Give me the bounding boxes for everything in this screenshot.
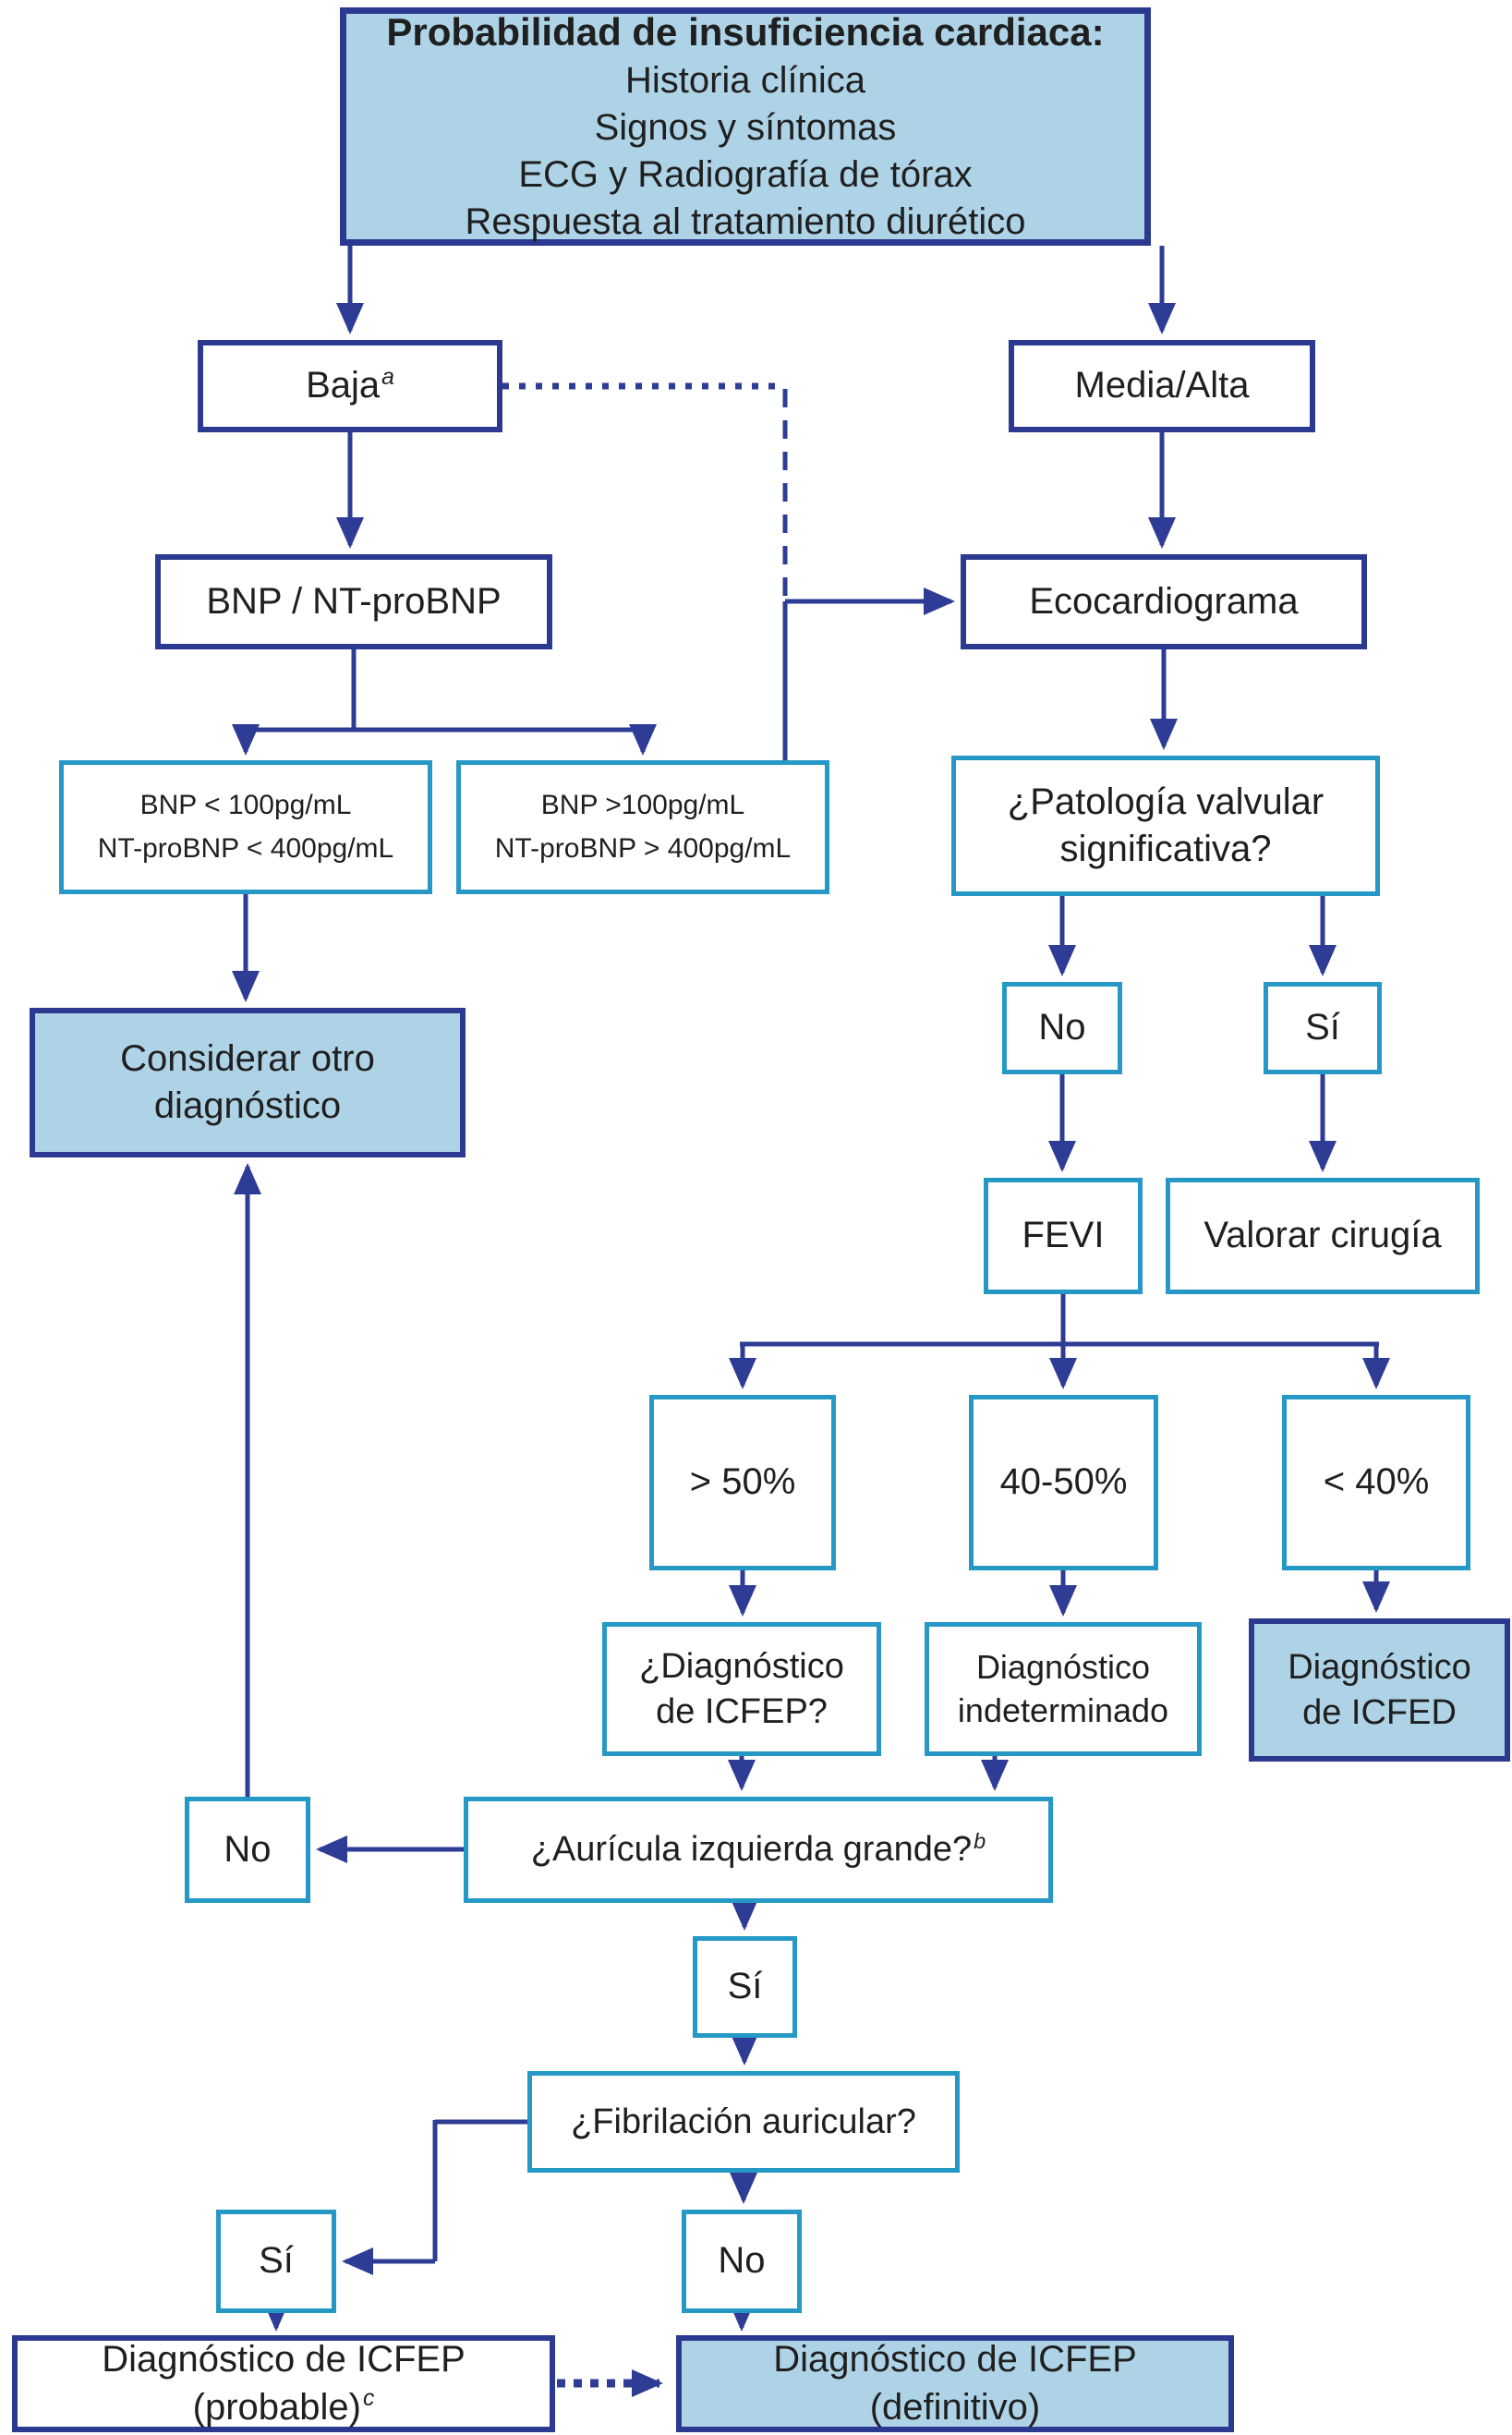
bnp-bajo-line: BNP < 100pg/mL — [139, 790, 352, 820]
no-valvular-label: No — [1038, 1007, 1086, 1048]
no-fibrilacion-label: No — [718, 2240, 766, 2282]
no-auricula-label: No — [224, 1828, 272, 1870]
node-si-valvular: Sí — [1264, 982, 1382, 1074]
probabilidad-line: Respuesta al tratamiento diurético — [465, 201, 1026, 243]
probabilidad-line: ECG y Radiografía de tórax — [518, 153, 973, 195]
node-valorar-cirugia: Valorar cirugía — [1166, 1178, 1480, 1294]
valorar-cirugia-label: Valorar cirugía — [1204, 1215, 1442, 1256]
bnp-alto-line: BNP >100pg/mL — [540, 790, 745, 820]
icfep-probable-line: (probable)c — [192, 2386, 375, 2428]
media-alta-label: Media/Alta — [1074, 365, 1250, 406]
node-bnp-alto: BNP >100pg/mL NT-proBNP > 400pg/mL — [456, 760, 829, 894]
node-indeterminado: Diagnóstico indeterminado — [925, 1622, 1202, 1756]
ecocardiograma-label: Ecocardiograma — [1029, 580, 1299, 622]
node-probabilidad: Probabilidad de insuficiencia cardiaca: … — [340, 7, 1151, 246]
fevi-40-50-label: 40-50% — [999, 1461, 1128, 1503]
node-media-alta: Media/Alta — [1009, 340, 1315, 432]
icfep-pregunta-line: ¿Diagnóstico — [639, 1646, 844, 1686]
fevi-label: FEVI — [1022, 1215, 1105, 1256]
node-fevi-lt40: < 40% — [1282, 1395, 1470, 1570]
node-auricula: ¿Aurícula izquierda grande?b — [464, 1797, 1053, 1903]
node-icfep-definitivo: Diagnóstico de ICFEP (definitivo) — [676, 2335, 1234, 2432]
si-auricula-label: Sí — [727, 1966, 763, 2007]
patologia-line: ¿Patología valvular — [1007, 781, 1325, 822]
node-icfep-probable: Diagnóstico de ICFEP (probable)c — [12, 2335, 555, 2432]
node-fevi-40-50: 40-50% — [969, 1395, 1158, 1570]
footnote-c: c — [362, 2386, 375, 2412]
node-no-valvular: No — [1002, 982, 1122, 1074]
node-icfed: Diagnóstico de ICFED — [1249, 1618, 1510, 1762]
icfep-probable-line: Diagnóstico de ICFEP — [102, 2339, 466, 2380]
node-icfep-pregunta: ¿Diagnóstico de ICFEP? — [602, 1622, 881, 1756]
node-baja: Bajaa — [198, 340, 502, 432]
node-no-auricula: No — [185, 1797, 310, 1903]
icfed-line: Diagnóstico — [1288, 1647, 1471, 1687]
node-bnp-bajo: BNP < 100pg/mL NT-proBNP < 400pg/mL — [59, 760, 432, 894]
patologia-line: significativa? — [1059, 829, 1272, 869]
fibrilacion-label: ¿Fibrilación auricular? — [571, 2102, 916, 2141]
icfep-pregunta-line: de ICFEP? — [656, 1691, 828, 1731]
indeterminado-line: indeterminado — [957, 1690, 1169, 1729]
si-valvular-label: Sí — [1305, 1007, 1340, 1048]
bnp-label: BNP / NT-proBNP — [206, 580, 502, 622]
si-fibrilacion-label: Sí — [259, 2240, 294, 2282]
considerar-line: Considerar otro — [120, 1037, 375, 1079]
bnp-alto-line: NT-proBNP > 400pg/mL — [494, 832, 792, 864]
node-bnp: BNP / NT-proBNP — [155, 554, 552, 649]
node-patologia-valvular: ¿Patología valvular significativa? — [951, 756, 1380, 896]
probabilidad-title: Probabilidad de insuficiencia cardiaca: — [386, 9, 1105, 54]
considerar-line: diagnóstico — [153, 1085, 342, 1126]
bnp-bajo-line: NT-proBNP < 400pg/mL — [97, 832, 394, 864]
node-fevi-gt50: > 50% — [649, 1395, 836, 1570]
node-si-auricula: Sí — [693, 1936, 797, 2038]
node-no-fibrilacion: No — [682, 2210, 802, 2313]
icfed-line: de ICFED — [1302, 1692, 1457, 1732]
node-fibrilacion: ¿Fibrilación auricular? — [527, 2071, 960, 2173]
node-ecocardiograma: Ecocardiograma — [961, 554, 1367, 649]
node-si-fibrilacion: Sí — [216, 2210, 336, 2313]
probabilidad-line: Signos y síntomas — [594, 106, 897, 148]
auricula-label: ¿Aurícula izquierda grande?b — [530, 1828, 986, 1870]
node-considerar-otro: Considerar otro diagnóstico — [30, 1008, 466, 1157]
footnote-a: a — [381, 365, 394, 391]
node-fevi: FEVI — [984, 1178, 1143, 1294]
icfep-definitivo-line: Diagnóstico de ICFEP — [773, 2339, 1137, 2380]
probabilidad-line: Historia clínica — [624, 59, 866, 101]
fevi-lt40-label: < 40% — [1323, 1461, 1430, 1503]
footnote-b: b — [974, 1828, 986, 1853]
icfep-definitivo-line: (definitivo) — [869, 2386, 1041, 2428]
indeterminado-line: Diagnóstico — [975, 1648, 1151, 1687]
fevi-gt50-label: > 50% — [689, 1461, 796, 1503]
baja-label: Bajaa — [306, 365, 394, 406]
